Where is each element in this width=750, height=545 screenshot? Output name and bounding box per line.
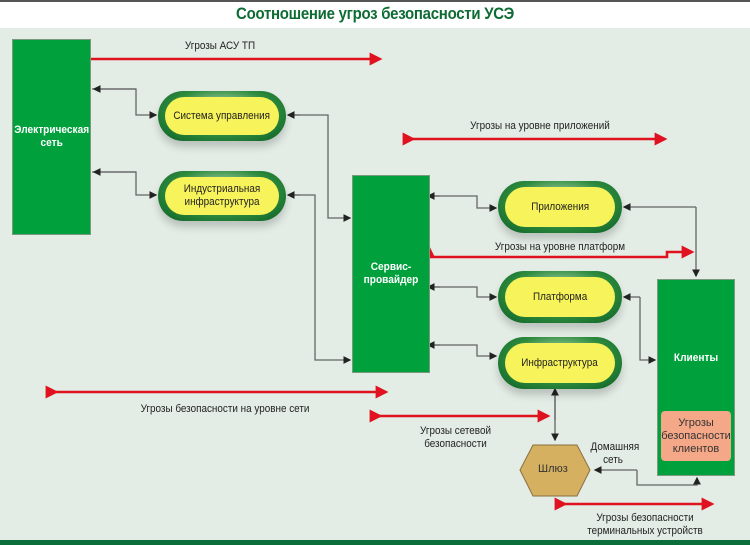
node-clients-label: Клиенты [673, 352, 719, 364]
threat-label-platform: Угрозы на уровне платформ [494, 241, 626, 253]
node-control-system-label: Система управления [173, 109, 271, 122]
connector-grid-control [92, 88, 158, 119]
top-border [0, 0, 750, 2]
node-gateway-label: Шлюз [538, 463, 568, 475]
threat-label-acs: Угрозы АСУ ТП [184, 40, 256, 52]
node-electric-grid[interactable]: Электрическая сеть [12, 39, 91, 235]
bottom-border [0, 540, 750, 545]
connector-provider-apps [430, 195, 498, 212]
connector-grid-industrial [92, 171, 158, 199]
connector-industrial-provider [290, 194, 352, 364]
home-network-label: Домашняя сеть [590, 441, 640, 466]
node-infrastructure-label: Инфраструктура [521, 356, 599, 369]
node-applications[interactable]: Приложения [498, 181, 622, 233]
gateway-hexagon [519, 444, 591, 497]
node-platform-label: Платформа [532, 290, 588, 303]
threat-label-terminal: Угрозы безопасности терминальных устройс… [587, 512, 703, 537]
node-applications-label: Приложения [531, 200, 589, 213]
node-platform[interactable]: Платформа [498, 271, 622, 323]
connector-provider-infra [430, 344, 498, 360]
node-service-provider[interactable]: Сервис-провайдер [352, 175, 430, 373]
client-threats-label: Угрозы безопасности клиентов [661, 416, 731, 455]
node-industrial-infra[interactable]: Индустриальная инфраструктура [158, 171, 286, 221]
node-industrial-infra-label: Индустриальная инфраструктура [183, 183, 261, 208]
threat-label-netsec: Угрозы сетевой безопасности [419, 425, 491, 450]
connector-control-provider [290, 114, 352, 222]
threat-label-app: Угрозы на уровне приложений [470, 120, 610, 132]
node-infrastructure[interactable]: Инфраструктура [498, 337, 622, 389]
node-control-system[interactable]: Система управления [158, 91, 286, 141]
threat-label-network: Угрозы безопасности на уровне сети [140, 403, 310, 415]
connector-gateway-clients [636, 470, 701, 486]
node-electric-grid-label: Электрическая сеть [14, 124, 89, 149]
diagram-title: Соотношение угроз безопасности УСЭ [236, 4, 514, 23]
connector-provider-platform [430, 286, 498, 301]
client-threats-box: Угрозы безопасности клиентов [661, 411, 731, 461]
node-service-provider-label: Сервис-провайдер [363, 261, 419, 286]
connector-platform-clients [639, 297, 657, 364]
